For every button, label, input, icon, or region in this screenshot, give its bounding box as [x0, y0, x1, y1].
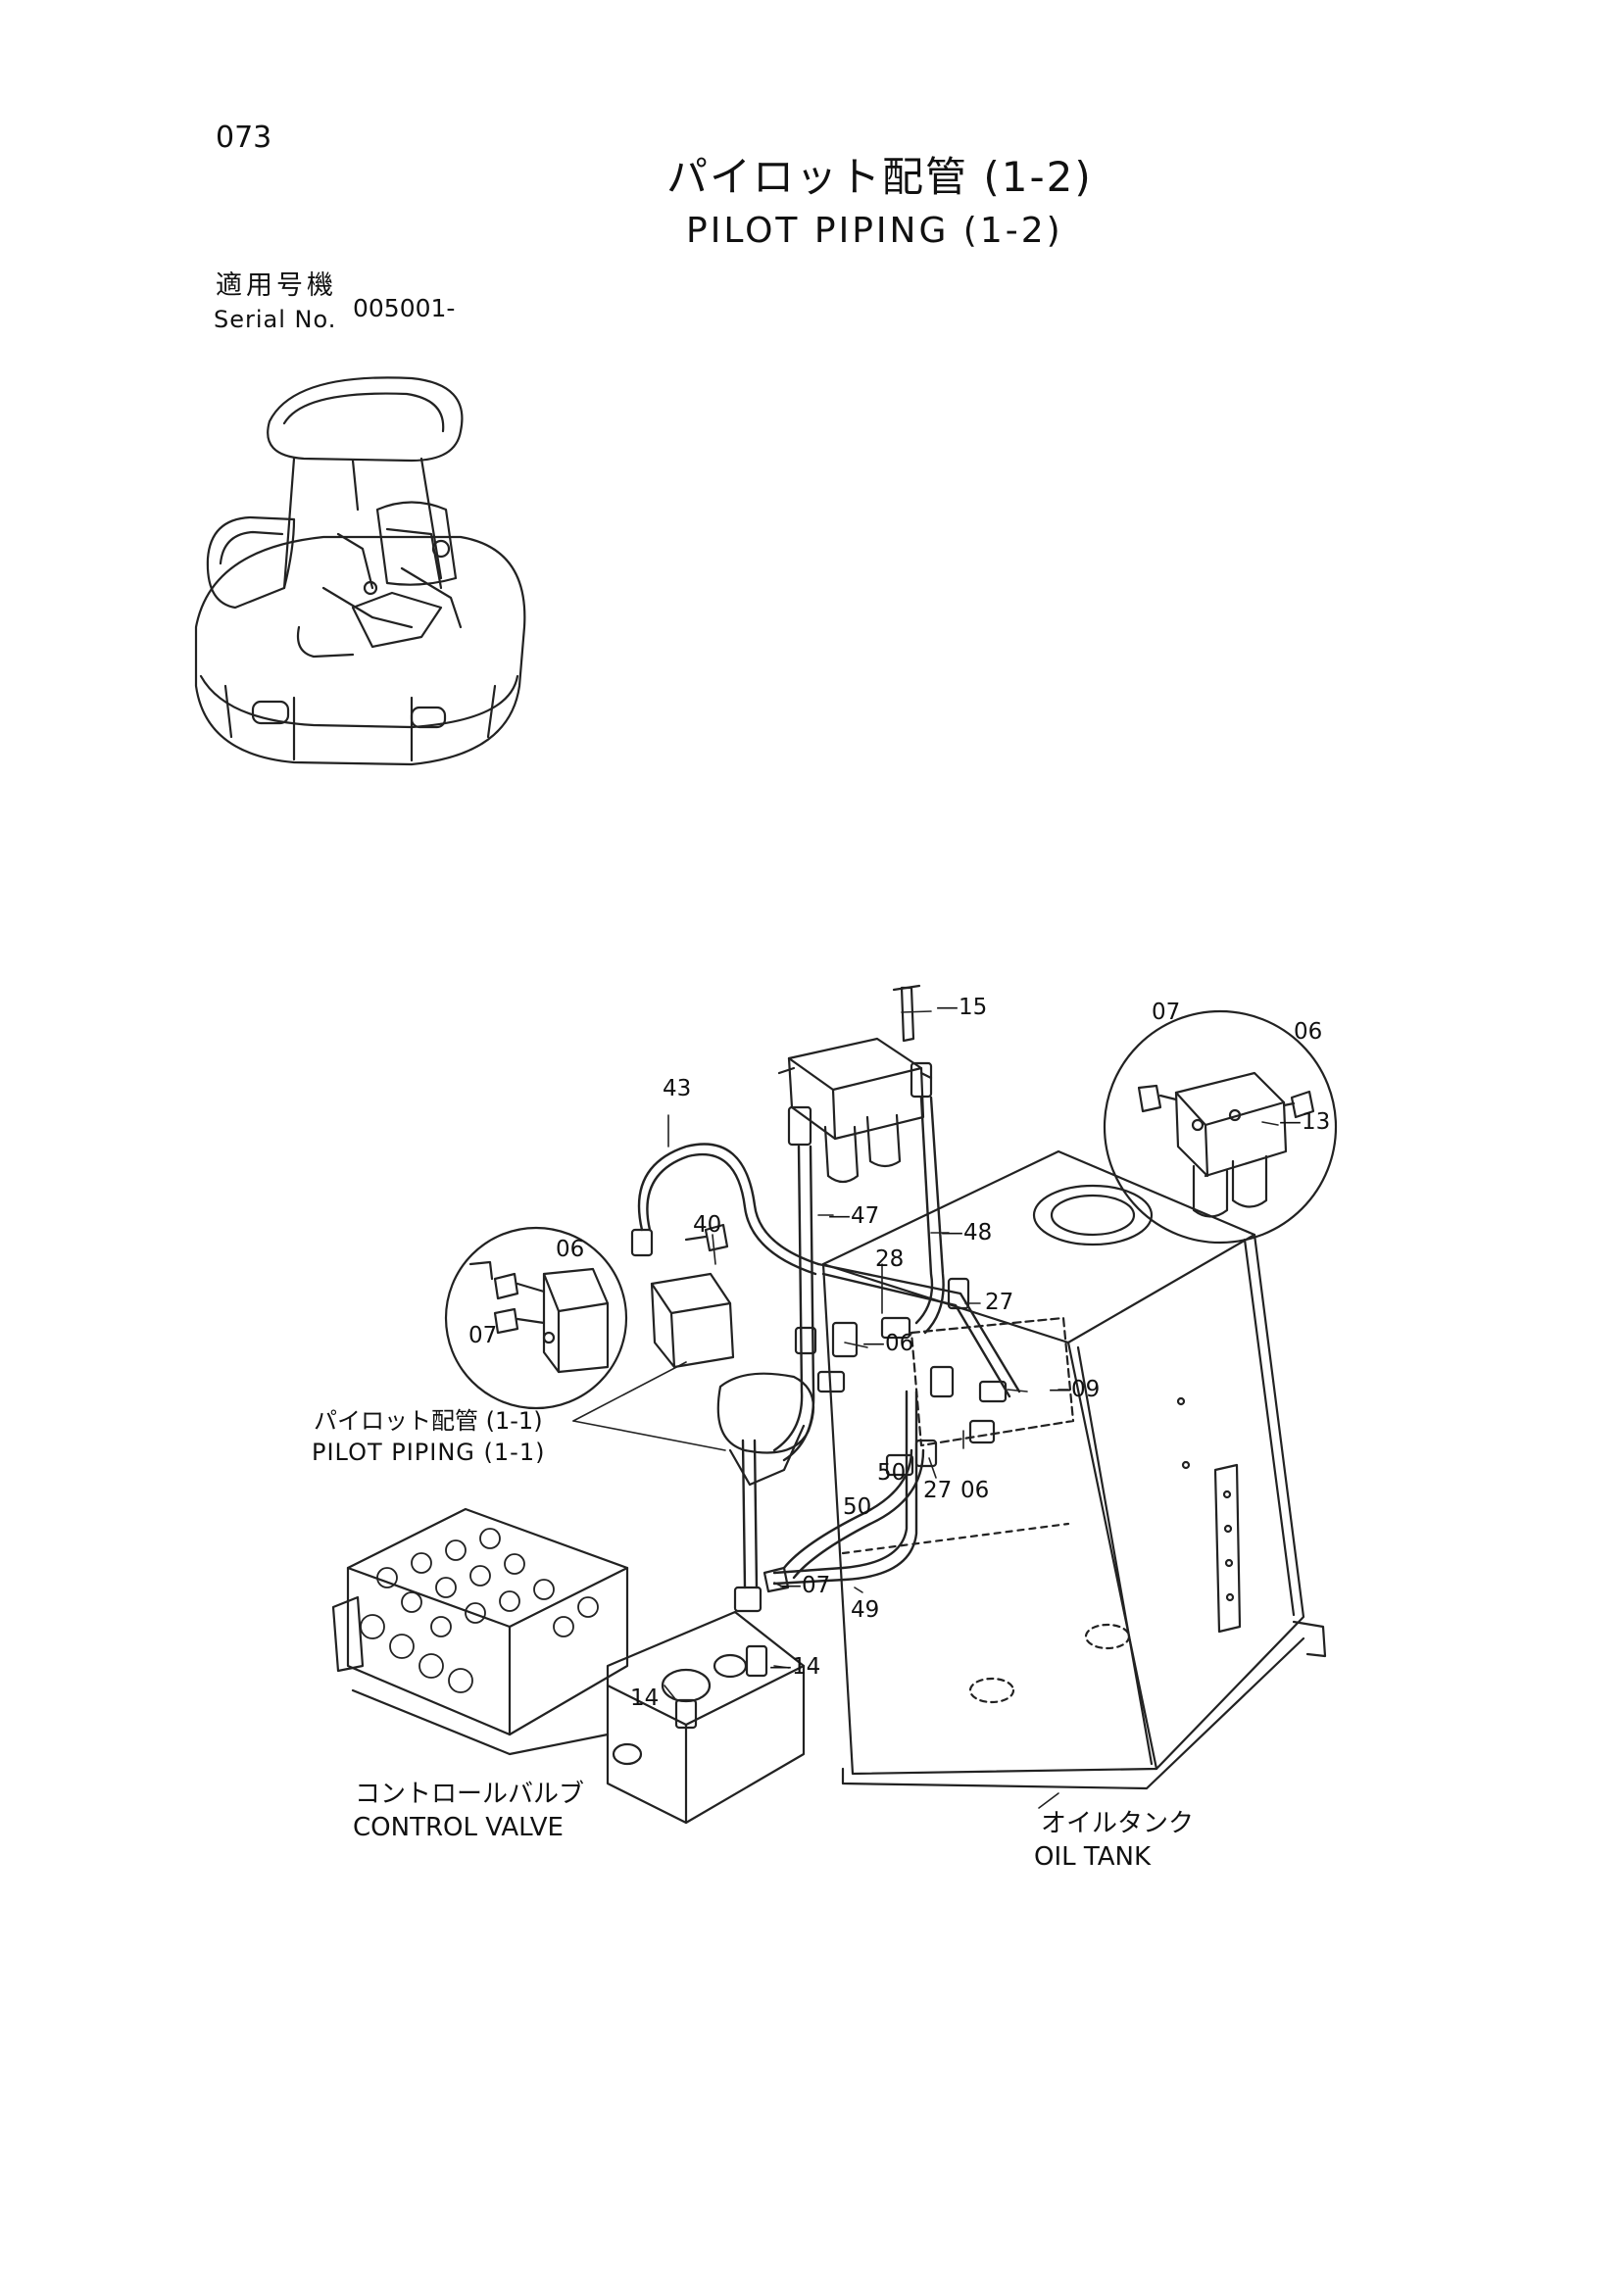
- part-number-06-inset: 06: [1294, 1019, 1323, 1045]
- control-valve: [331, 1507, 806, 1825]
- leader-lines: [572, 1010, 1279, 1809]
- inset-valve-detail-left: [444, 1226, 628, 1410]
- part-number-50-lower: 50: [843, 1494, 872, 1520]
- part-number-06-lower: 06: [960, 1478, 990, 1503]
- page-title-english: PILOT PIPING (1-2): [686, 211, 1063, 251]
- excavator-overview-sketch: [194, 376, 526, 766]
- part-number-07-inset: 07: [1152, 1000, 1181, 1025]
- label-oil-tank-japanese: オイルタンク: [1041, 1809, 1195, 1838]
- serial-label-english: Serial No.: [214, 306, 337, 333]
- part-number-47: —47: [828, 1203, 880, 1229]
- part-number-14-left: 14: [630, 1685, 660, 1711]
- page-number: 073: [216, 121, 272, 155]
- part-number-50-upper: 50: [877, 1460, 907, 1486]
- part-number-13-text: 13: [1302, 1109, 1331, 1135]
- part-number-09-text: 09: [1071, 1377, 1101, 1402]
- oil-tank: [821, 1149, 1327, 1790]
- serial-label-japanese: 適用号機: [216, 270, 337, 301]
- part-number-43: 43: [663, 1076, 692, 1101]
- part-number-48-text: 48: [963, 1220, 993, 1246]
- part-number-40: 40: [693, 1212, 722, 1238]
- pilot-valve-block-upper: [777, 984, 933, 1184]
- part-number-15-text: 15: [959, 995, 988, 1020]
- part-number-27-upper: 27: [985, 1290, 1014, 1315]
- part-number-07-lower: —07: [779, 1573, 831, 1598]
- hose-fittings: [630, 1061, 1008, 1730]
- part-number-07-lower-text: 07: [802, 1573, 831, 1598]
- hose-lines: [637, 1096, 1021, 1589]
- part-number-06-mid-text: 06: [885, 1331, 914, 1356]
- part-number-13: —13: [1279, 1109, 1331, 1135]
- label-pilot-piping-1-1-english: PILOT PIPING (1-1): [312, 1439, 546, 1466]
- inset-valve-detail-right: [1103, 1009, 1338, 1245]
- part-number-48: —48: [941, 1220, 993, 1246]
- label-control-valve-japanese: コントロールバルブ: [355, 1780, 585, 1809]
- part-number-49: 49: [851, 1597, 880, 1623]
- part-number-14-right-text: 14: [792, 1654, 821, 1680]
- part-number-14-right: —14: [769, 1654, 821, 1680]
- part-number-06-mid: —06: [862, 1331, 914, 1356]
- part-number-09: —09: [1049, 1377, 1101, 1402]
- part-number-15: —15: [936, 995, 988, 1020]
- page-title-japanese: パイロット配管 (1-2): [666, 153, 1093, 201]
- serial-number-value: 005001-: [353, 294, 456, 322]
- part-number-28: 28: [875, 1246, 905, 1272]
- part-number-07-left-inset: 07: [468, 1323, 498, 1348]
- part-number-47-text: 47: [851, 1203, 880, 1229]
- part-number-27-lower: 27: [923, 1478, 953, 1503]
- label-oil-tank-english: OIL TANK: [1034, 1842, 1152, 1872]
- part-number-06-left-inset: 06: [556, 1237, 585, 1262]
- label-pilot-piping-1-1-japanese: パイロット配管 (1-1): [314, 1407, 543, 1435]
- label-control-valve-english: CONTROL VALVE: [353, 1813, 564, 1842]
